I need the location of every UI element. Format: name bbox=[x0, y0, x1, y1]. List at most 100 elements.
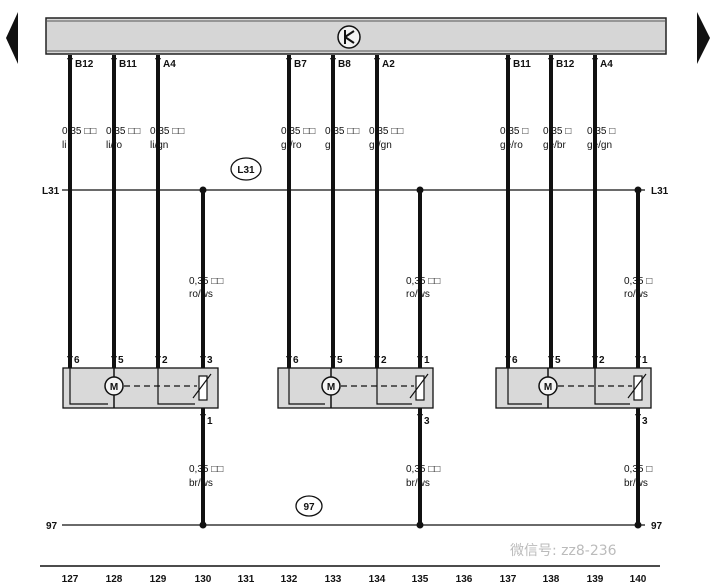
column-number: 133 bbox=[325, 574, 342, 585]
bus-pin-label: B12 bbox=[75, 59, 94, 70]
l31-marker: L31 bbox=[230, 157, 262, 181]
pin-arrow bbox=[200, 356, 206, 362]
internal-wire bbox=[594, 368, 630, 405]
wire-spec-label: 0,35 □ bbox=[500, 126, 528, 137]
svg-text:97: 97 bbox=[303, 502, 315, 513]
pin-arrow bbox=[548, 356, 554, 362]
potentiometer-wiper bbox=[409, 373, 429, 399]
column-number: 136 bbox=[456, 574, 473, 585]
wire-color-label: ro/ws bbox=[406, 289, 430, 300]
internal-wire bbox=[376, 368, 412, 405]
wire-color-label: br/ws bbox=[406, 478, 430, 489]
pin-arrow bbox=[286, 58, 292, 64]
potentiometer bbox=[198, 375, 208, 401]
wire-color-label: gr/gn bbox=[369, 140, 392, 151]
wire-color-label: ro/ws bbox=[624, 289, 648, 300]
junction-dot bbox=[634, 186, 642, 194]
previous-page-arrow[interactable] bbox=[6, 12, 18, 64]
wire-spec-label: 0,35 □ bbox=[624, 276, 652, 287]
watermark-text: 微信号: zz8-236 bbox=[510, 543, 617, 559]
pin-arrow bbox=[67, 58, 73, 64]
column-number: 132 bbox=[281, 574, 298, 585]
module-pin-label: 5 bbox=[118, 355, 124, 366]
pin-arrow bbox=[505, 356, 511, 362]
potentiometer-wiper bbox=[627, 373, 647, 399]
module-pin-label: 1 bbox=[424, 355, 430, 366]
wire-color-label: li/ro bbox=[106, 140, 123, 151]
column-number: 139 bbox=[587, 574, 604, 585]
l97-marker: 97 bbox=[295, 495, 323, 517]
pin-arrow bbox=[635, 356, 641, 362]
pin-arrow bbox=[417, 356, 423, 362]
module-pin-label: 1 bbox=[642, 355, 648, 366]
wire-color-label: gr bbox=[325, 140, 335, 151]
bus-pin-label: B8 bbox=[338, 59, 351, 70]
wire-spec-label: 0,35 □□ bbox=[150, 126, 184, 137]
bus-pin-label: B12 bbox=[556, 59, 575, 70]
module-pin-label: 6 bbox=[293, 355, 299, 366]
pin-arrow bbox=[200, 414, 206, 420]
wire-spec-label: 0,35 □□ bbox=[325, 126, 359, 137]
wire-color-label: li bbox=[62, 140, 66, 151]
internal-wire bbox=[69, 368, 108, 405]
wire-color-label: br/ws bbox=[189, 478, 213, 489]
motor-icon bbox=[321, 376, 341, 396]
column-number: 128 bbox=[106, 574, 123, 585]
internal-wire bbox=[507, 368, 542, 405]
column-number: 137 bbox=[500, 574, 517, 585]
module-pin-label: 5 bbox=[337, 355, 343, 366]
motor-label: M bbox=[327, 382, 335, 393]
column-number: 135 bbox=[412, 574, 429, 585]
pin-arrow bbox=[592, 58, 598, 64]
pin-arrow bbox=[330, 58, 336, 64]
internal-wire bbox=[157, 368, 195, 405]
bus-pin-label: B11 bbox=[119, 59, 137, 70]
pin-arrow bbox=[635, 414, 641, 420]
bus-pin-label: B7 bbox=[294, 59, 307, 70]
bus-pin-label: A4 bbox=[163, 59, 176, 70]
column-number: 131 bbox=[238, 574, 255, 585]
svg-text:L31: L31 bbox=[237, 165, 255, 176]
module-pin-label: 6 bbox=[512, 355, 518, 366]
column-number: 130 bbox=[195, 574, 212, 585]
motor-icon bbox=[104, 376, 124, 396]
l97-right-label: 97 bbox=[651, 521, 663, 532]
wire-color-label: gr/ro bbox=[281, 140, 302, 151]
wire-spec-label: 0,35 □□ bbox=[406, 464, 440, 475]
pin-arrow bbox=[155, 356, 161, 362]
pin-arrow bbox=[548, 58, 554, 64]
column-number: 140 bbox=[630, 574, 647, 585]
wire-spec-label: 0,35 □□ bbox=[62, 126, 96, 137]
wire-spec-label: 0,35 □□ bbox=[369, 126, 403, 137]
pin-arrow bbox=[505, 58, 511, 64]
pin-arrow bbox=[592, 356, 598, 362]
module-pin-label: 1 bbox=[207, 416, 213, 427]
l97-left-label: 97 bbox=[46, 521, 58, 532]
pin-arrow bbox=[67, 356, 73, 362]
junction-dot bbox=[634, 521, 642, 529]
module-pin-label: 2 bbox=[162, 355, 168, 366]
l31-left-label: L31 bbox=[42, 186, 60, 197]
module-pin-label: 6 bbox=[74, 355, 80, 366]
column-number: 127 bbox=[62, 574, 79, 585]
junction-dot bbox=[199, 186, 207, 194]
bus-pin-label: A2 bbox=[382, 59, 395, 70]
wire-spec-label: 0,35 □□ bbox=[189, 276, 223, 287]
wire-spec-label: 0,35 □ bbox=[543, 126, 571, 137]
wire-spec-label: 0,35 □ bbox=[624, 464, 652, 475]
wire-color-label: ro/ws bbox=[189, 289, 213, 300]
motor-icon bbox=[538, 376, 558, 396]
wire-color-label: ge/br bbox=[543, 140, 566, 151]
actuator-module bbox=[62, 367, 219, 409]
junction-dot bbox=[416, 521, 424, 529]
wire-spec-label: 0,35 □□ bbox=[106, 126, 140, 137]
pin-arrow bbox=[374, 58, 380, 64]
module-pin-label: 5 bbox=[555, 355, 561, 366]
pin-arrow bbox=[155, 58, 161, 64]
potentiometer-wiper bbox=[192, 373, 212, 399]
next-page-arrow[interactable] bbox=[697, 12, 710, 64]
